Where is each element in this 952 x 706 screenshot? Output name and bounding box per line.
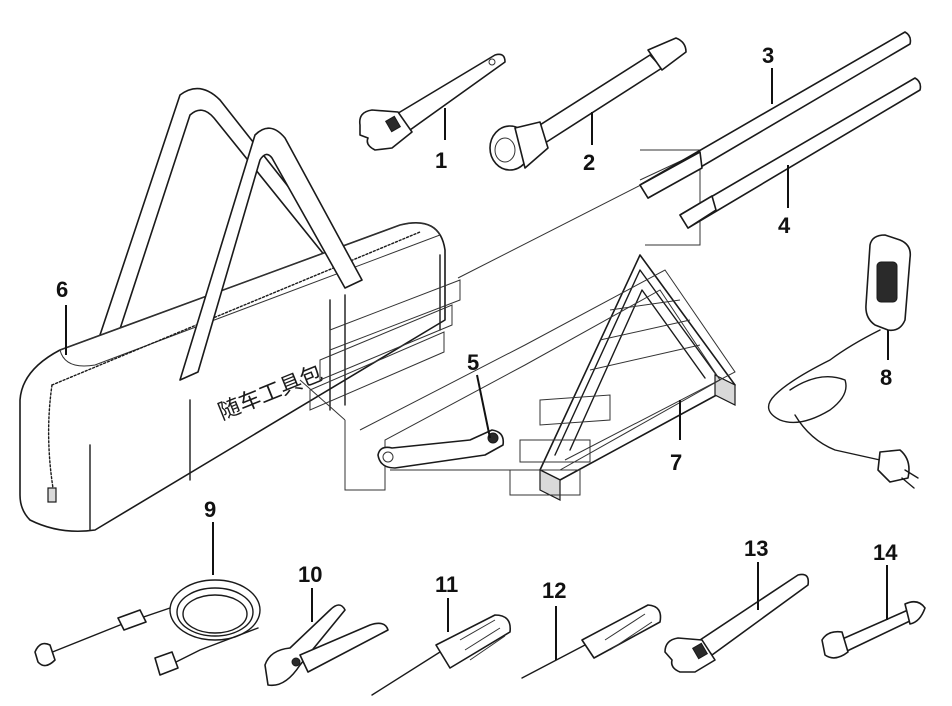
callout-1: 1 — [435, 148, 447, 173]
long-bar-part — [639, 31, 912, 199]
callout-labels: 1 2 3 4 5 6 7 8 9 10 11 12 13 14 — [56, 43, 898, 603]
callout-7: 7 — [670, 450, 682, 475]
callout-9: 9 — [204, 497, 216, 522]
callout-13: 13 — [744, 536, 768, 561]
pliers-part — [264, 604, 389, 687]
ring-wrench-part — [377, 429, 505, 469]
callout-11: 11 — [435, 572, 458, 597]
socket-wrench-part — [489, 37, 687, 171]
callout-10: 10 — [298, 562, 322, 587]
pry-bar-part — [679, 77, 922, 229]
callout-5: 5 — [467, 350, 479, 375]
leader-lines — [65, 68, 889, 660]
adjustable-wrench-part — [358, 53, 506, 151]
callout-12: 12 — [542, 578, 566, 603]
warning-triangle-part — [539, 254, 736, 501]
tool-bag-part — [19, 87, 446, 533]
adjustable-wrench-large-part — [664, 573, 810, 673]
callout-14: 14 — [873, 540, 898, 565]
callout-2: 2 — [583, 150, 595, 175]
open-end-wrench-part — [821, 600, 926, 659]
exploded-outline — [299, 149, 736, 496]
callout-3: 3 — [762, 43, 774, 68]
inspection-lamp-part — [767, 234, 919, 489]
callout-8: 8 — [880, 365, 892, 390]
callout-6: 6 — [56, 277, 68, 302]
phillips-screwdriver-part — [521, 604, 662, 679]
flat-screwdriver-part — [371, 614, 512, 696]
callout-4: 4 — [778, 213, 791, 238]
inflator-hose-part — [34, 579, 261, 676]
